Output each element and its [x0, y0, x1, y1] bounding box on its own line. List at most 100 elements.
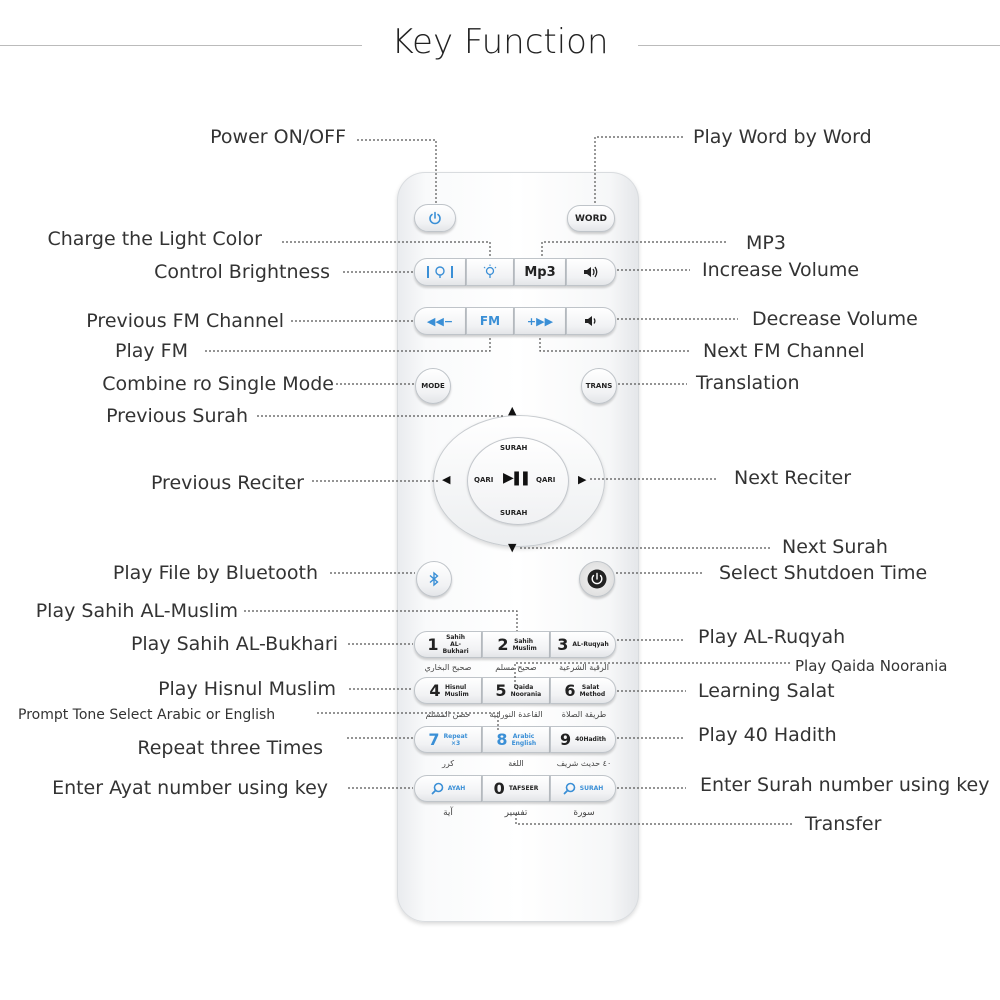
label-translation: Translation	[696, 372, 800, 394]
word-button[interactable]: WORD	[567, 205, 615, 232]
mp3-button[interactable]: Mp3	[514, 258, 566, 286]
label-hadith: Play 40 Hadith	[698, 724, 837, 746]
label-bluetooth: Play File by Bluetooth	[112, 562, 318, 584]
volume-up-button[interactable]	[566, 258, 616, 286]
label-transfer: Transfer	[805, 813, 882, 835]
label-prev-surah: Previous Surah	[106, 405, 248, 427]
surah-prev-label: SURAH	[500, 509, 528, 517]
next-fm-button[interactable]: +▶▶	[514, 307, 566, 335]
leader-mp3	[541, 241, 726, 258]
arabic-label-8: اللغة	[508, 759, 524, 768]
key-0-digit: 0	[493, 779, 505, 798]
arabic-label-7: كرر	[441, 759, 455, 768]
key-8[interactable]: 8 Arabic English	[482, 726, 550, 753]
label-hisnul: Play Hisnul Muslim	[158, 678, 336, 700]
light-color-button[interactable]	[466, 258, 514, 286]
key-7-sub: Repeat ×3	[443, 732, 468, 747]
label-inc-volume: Increase Volume	[702, 259, 860, 281]
label-ayat: Enter Ayat number using key	[52, 777, 328, 799]
dpad-center[interactable]	[467, 437, 569, 525]
search-icon	[431, 782, 444, 795]
ayah-key[interactable]: AYAH	[414, 775, 482, 802]
label-prev-reciter: Previous Reciter	[150, 472, 304, 494]
key-4-sub: Hisnul Muslim	[444, 683, 469, 698]
leader-light-color	[282, 241, 491, 258]
qari-prev-label: QARI	[474, 476, 494, 484]
arrow-down-icon: ▼	[508, 541, 517, 554]
title-rule-left	[0, 45, 362, 46]
key-3-sub: AL-Ruqyah	[572, 641, 609, 648]
key-0-sub: TAFSEER	[508, 785, 539, 792]
label-next-surah: Next Surah	[782, 536, 888, 558]
key-1-digit: 1	[427, 635, 439, 654]
key-6-sub: Salat Method	[579, 683, 606, 698]
label-shutdown: Select Shutdoen Time	[719, 562, 928, 584]
power-icon	[429, 211, 441, 225]
label-mode: Combine ro Single Mode	[102, 373, 334, 395]
label-next-fm: Next FM Channel	[703, 340, 865, 362]
leader-transfer	[515, 812, 792, 825]
label-sahih-muslim: Play Sahih AL-Muslim	[35, 600, 238, 622]
key-7-digit: 7	[428, 730, 440, 749]
arabic-label-9: ٤٠ حديث شريف	[556, 759, 612, 768]
leader-prompt-tone	[317, 712, 499, 732]
key-3[interactable]: 3 AL-Ruqyah	[550, 631, 616, 658]
label-light-color: Charge the Light Color	[47, 228, 262, 250]
arabic-label-ayah: آية	[443, 808, 453, 818]
label-salat: Learning Salat	[698, 680, 835, 702]
leader-word	[594, 136, 683, 204]
key-5-digit: 5	[495, 681, 507, 700]
key-7[interactable]: 7 Repeat ×3	[414, 726, 482, 753]
key-9-digit: 9	[559, 730, 572, 749]
mode-button[interactable]: MODE	[415, 368, 451, 404]
bulb-icon	[483, 264, 497, 278]
leader-next-fm	[539, 336, 689, 352]
trans-button[interactable]: TRANS	[581, 368, 617, 404]
label-ruqyah: Play AL-Ruqyah	[698, 626, 846, 648]
bluetooth-button[interactable]	[416, 561, 452, 597]
volume-up-icon	[584, 266, 598, 278]
arabic-label-5: القاعدة النورانية	[489, 710, 543, 719]
brightness-button[interactable]	[414, 258, 466, 286]
key-2-sub: Sahih Muslim	[512, 637, 537, 652]
key-0[interactable]: 0 TAFSEER	[482, 775, 550, 802]
key-2[interactable]: 2 Sahih Muslim	[482, 631, 550, 658]
key-6[interactable]: 6 Salat Method	[550, 677, 616, 704]
key-9-sub: 40Hadith	[575, 736, 607, 743]
ayah-key-label: AYAH	[447, 785, 466, 792]
arabic-label-6: طريقة الصلاة	[561, 710, 607, 719]
key-9[interactable]: 9 40Hadith	[550, 726, 616, 753]
play-pause-icon[interactable]: ▶❚❚	[503, 470, 531, 486]
volume-down-icon	[585, 316, 596, 326]
arabic-label-1: صحيح البخاري	[424, 663, 472, 672]
surah-key[interactable]: SURAH	[550, 775, 616, 802]
fm-button[interactable]: FM	[466, 307, 514, 335]
search-icon	[563, 782, 576, 795]
arrow-left-icon: ◀	[442, 473, 451, 486]
key-5-sub: Qaida Noorania	[510, 683, 542, 698]
leader-play-fm	[205, 336, 491, 352]
surah-key-label: SURAH	[579, 785, 604, 792]
leader-power	[357, 139, 437, 203]
arabic-label-2: صحيح مسلم	[495, 663, 537, 672]
qari-next-label: QARI	[536, 476, 556, 484]
volume-down-button[interactable]	[566, 307, 616, 335]
prev-fm-button[interactable]: ◀◀−	[414, 307, 466, 335]
arabic-label-surah: سورة	[573, 808, 595, 818]
surah-next-label: SURAH	[500, 444, 528, 452]
arrow-right-icon: ▶	[578, 473, 587, 486]
shutdown-icon	[587, 569, 607, 589]
key-5[interactable]: 5 Qaida Noorania	[482, 677, 550, 704]
title-rule-right	[638, 45, 1000, 46]
arabic-label-3: الرقية الشرعية	[559, 663, 609, 672]
label-repeat: Repeat three Times	[137, 737, 323, 759]
arabic-label-4: حصن المسلم	[425, 710, 471, 719]
key-8-sub: Arabic English	[511, 732, 537, 747]
label-play-fm: Play FM	[115, 340, 188, 362]
key-1[interactable]: 1 Sahih AL-Bukhari	[414, 631, 482, 658]
label-word: Play Word by Word	[693, 126, 872, 148]
shutdown-button[interactable]	[579, 561, 615, 597]
key-4-digit: 4	[429, 681, 441, 700]
key-4[interactable]: 4 Hisnul Muslim	[414, 677, 482, 704]
power-button[interactable]	[414, 204, 456, 232]
